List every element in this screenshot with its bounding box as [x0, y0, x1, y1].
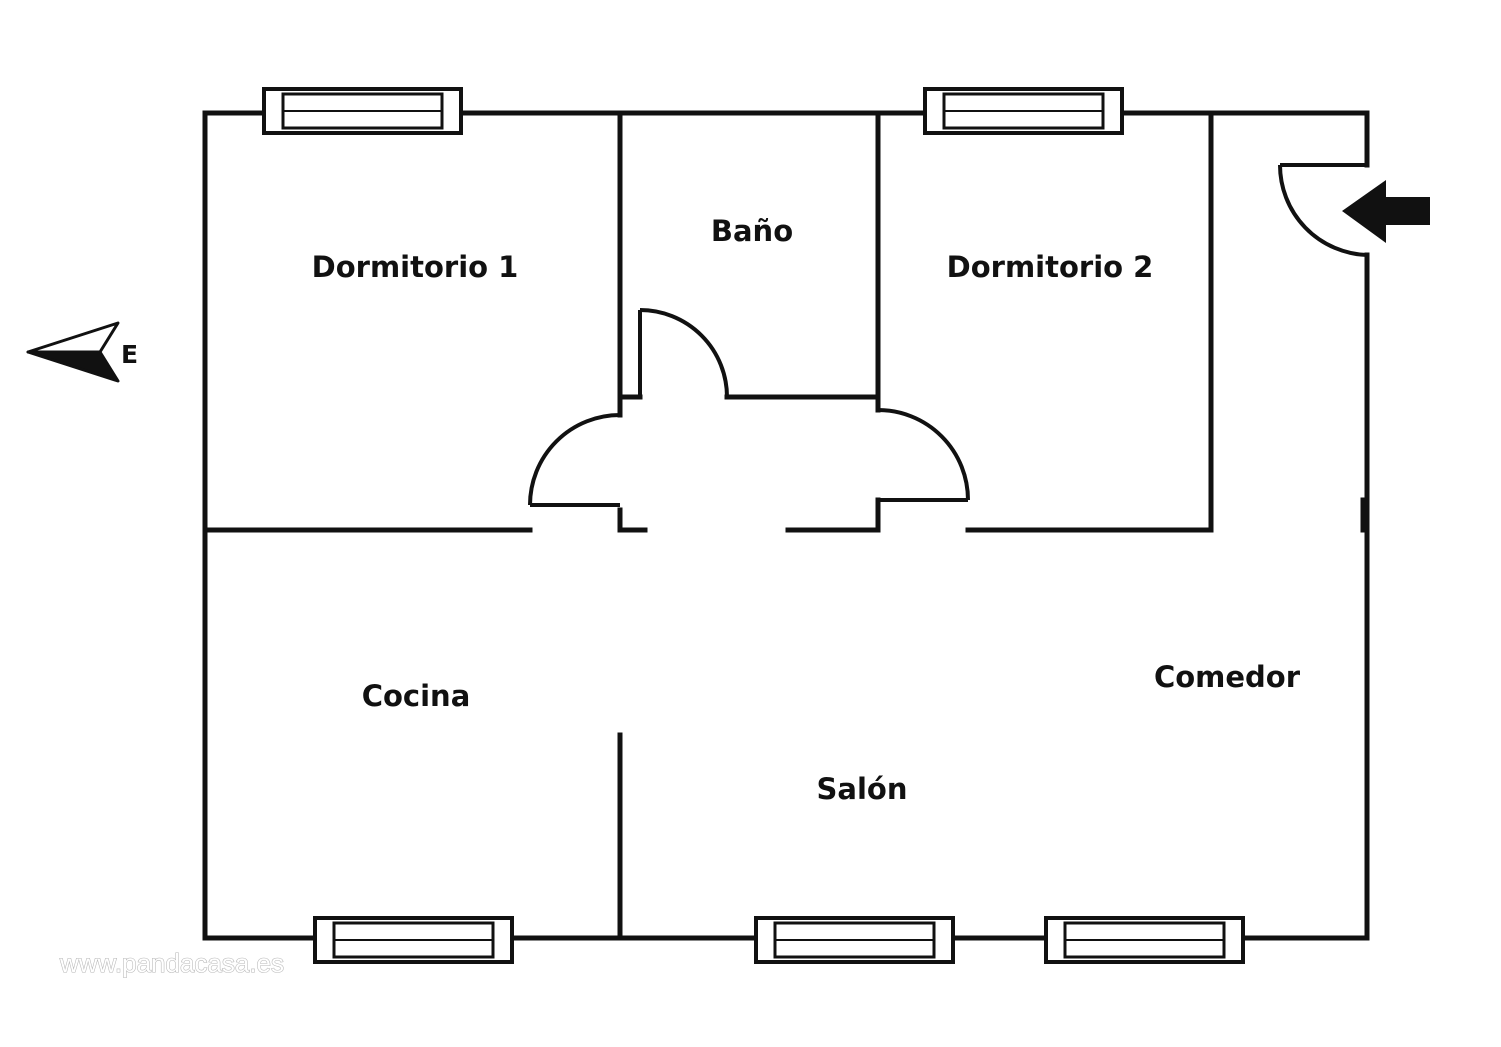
window-cocina: [313, 916, 514, 964]
entrance-arrow-icon: [1342, 180, 1430, 243]
window-salon: [754, 916, 955, 964]
north-wall: [202, 110, 1370, 168]
watermark: www.pandacasa.es: [59, 948, 284, 978]
compass-direction-label: E: [121, 340, 138, 369]
room-label-salon: Salón: [817, 772, 908, 806]
room-label-bano: Baño: [711, 214, 793, 248]
room-label-comedor: Comedor: [1154, 660, 1301, 694]
door-bano: [638, 308, 729, 398]
interior-walls: [202, 110, 1366, 941]
room-label-cocina: Cocina: [362, 679, 471, 713]
door-entrance: [1278, 163, 1368, 257]
window-dormitorio1: [262, 87, 463, 135]
window-comedor: [1044, 916, 1245, 964]
windows: [262, 87, 1245, 964]
doors: [528, 163, 1368, 507]
door-dormitorio2: [877, 408, 970, 502]
door-dormitorio1: [528, 413, 621, 507]
room-label-dormitorio-2: Dormitorio 2: [947, 250, 1154, 284]
room-label-dormitorio-1: Dormitorio 1: [312, 250, 519, 284]
compass-icon: [26, 321, 120, 383]
window-dormitorio2: [923, 87, 1124, 135]
